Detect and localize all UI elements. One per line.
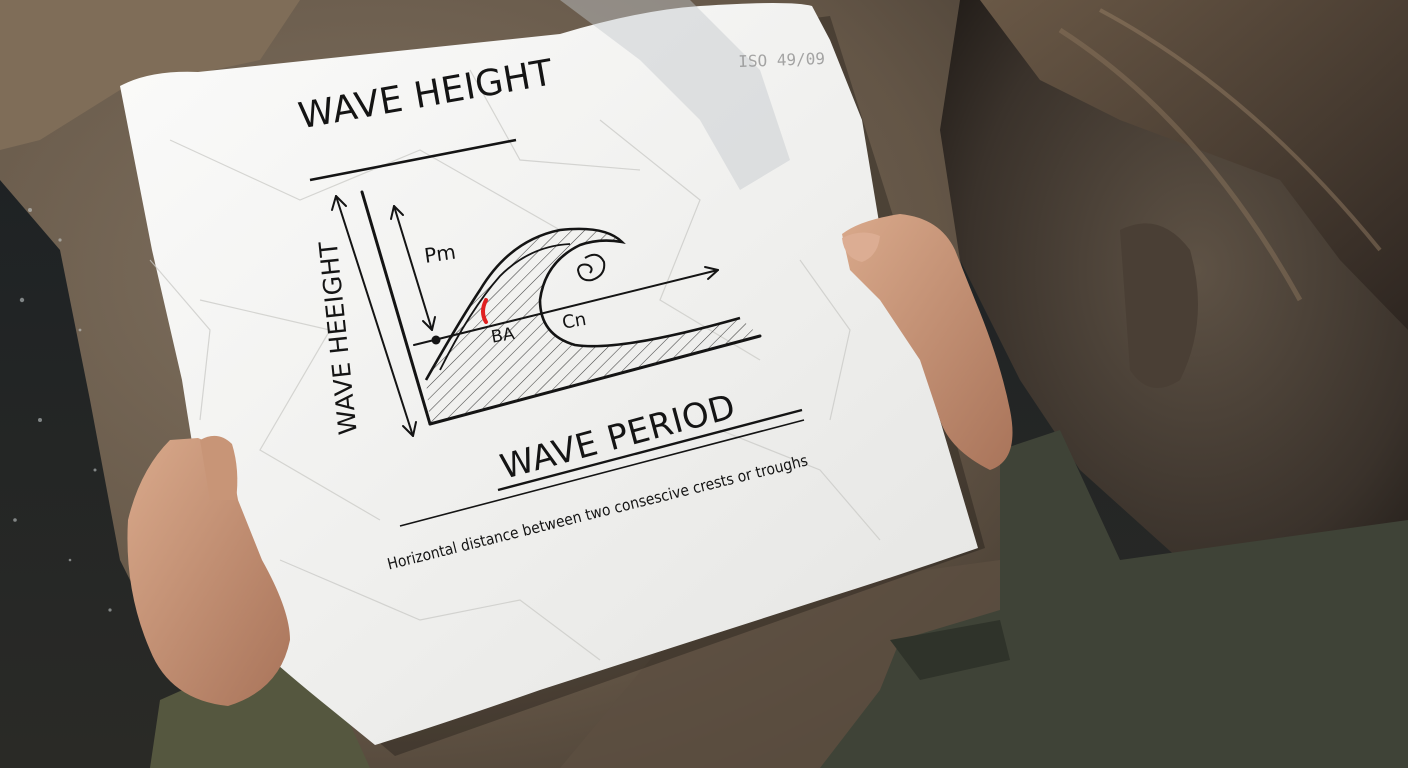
heading-underline [309,138,517,182]
cn-label: Cn [560,308,588,334]
paper-stamp: ISO 49/09 [737,48,826,71]
red-marker [481,298,488,324]
reference-point [431,335,441,345]
ba-label: BA [489,323,517,348]
wave-curl-icon [576,253,606,282]
wave-shape [426,228,760,424]
left-hand [127,438,290,706]
right-hand [842,214,1013,470]
pm-label: Pm [422,239,458,268]
